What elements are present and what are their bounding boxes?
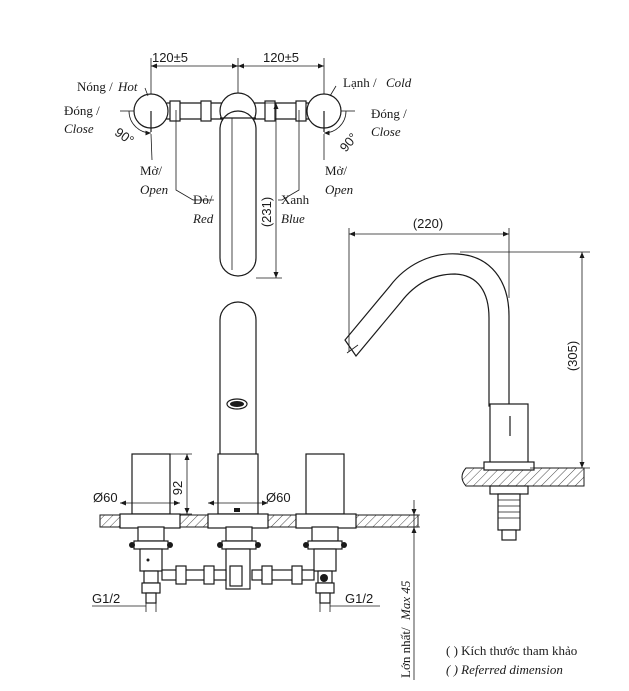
front-view: [92, 301, 420, 680]
open-left-vi: Mở/: [140, 163, 162, 178]
dim-left-label: 120±5: [152, 50, 188, 65]
red-label-en: Red: [192, 211, 214, 226]
hot-label-vi: Nóng /: [77, 79, 113, 94]
cold-label-en: Cold: [386, 75, 412, 90]
blue-label-en: Blue: [281, 211, 305, 226]
cold-handle-front: [305, 453, 345, 515]
max-depth-en: Max 45: [398, 580, 413, 621]
angle-left-label: 90°: [112, 124, 137, 148]
note-vi: ( ) Kích thước tham khảo: [446, 643, 577, 658]
g-left-label: G1/2: [92, 591, 120, 606]
side-counter: [461, 467, 585, 487]
g-right-label: G1/2: [345, 591, 373, 606]
spout-side: [344, 253, 510, 407]
open-left-en: Open: [140, 182, 168, 197]
cold-label-vi: Lạnh /: [343, 75, 377, 90]
side-view: [344, 228, 590, 541]
spout-front: [219, 301, 257, 473]
hot-label-en: Hot: [117, 79, 138, 94]
max-depth-vi: Lớn nhất/: [398, 627, 413, 678]
close-right-en: Close: [371, 124, 401, 139]
spout-base: [217, 453, 259, 515]
dim-231-label: (231): [259, 197, 274, 227]
dim-right-label: 120±5: [263, 50, 299, 65]
dia-right-label: Ø60: [266, 490, 291, 505]
close-right-vi: Đóng /: [371, 106, 407, 121]
open-right-vi: Mở/: [325, 163, 347, 178]
note-en: ( ) Referred dimension: [446, 662, 563, 677]
dim-305-label: (305): [565, 341, 580, 371]
blue-label-vi: Xanh: [281, 192, 310, 207]
close-left-vi: Đóng /: [64, 103, 100, 118]
hot-handle-front: [131, 453, 171, 515]
dia-left-label: Ø60: [93, 490, 118, 505]
close-left-en: Close: [64, 121, 94, 136]
open-right-en: Open: [325, 182, 353, 197]
dim-220-label: (220): [413, 216, 443, 231]
max-depth-label: Lớn nhất/ Max 45: [397, 580, 414, 678]
dim-92-label: 92: [170, 481, 185, 495]
red-label-vi: Đỏ/: [193, 192, 213, 207]
angle-right-label: 90°: [337, 130, 361, 155]
top-view: [120, 58, 355, 279]
